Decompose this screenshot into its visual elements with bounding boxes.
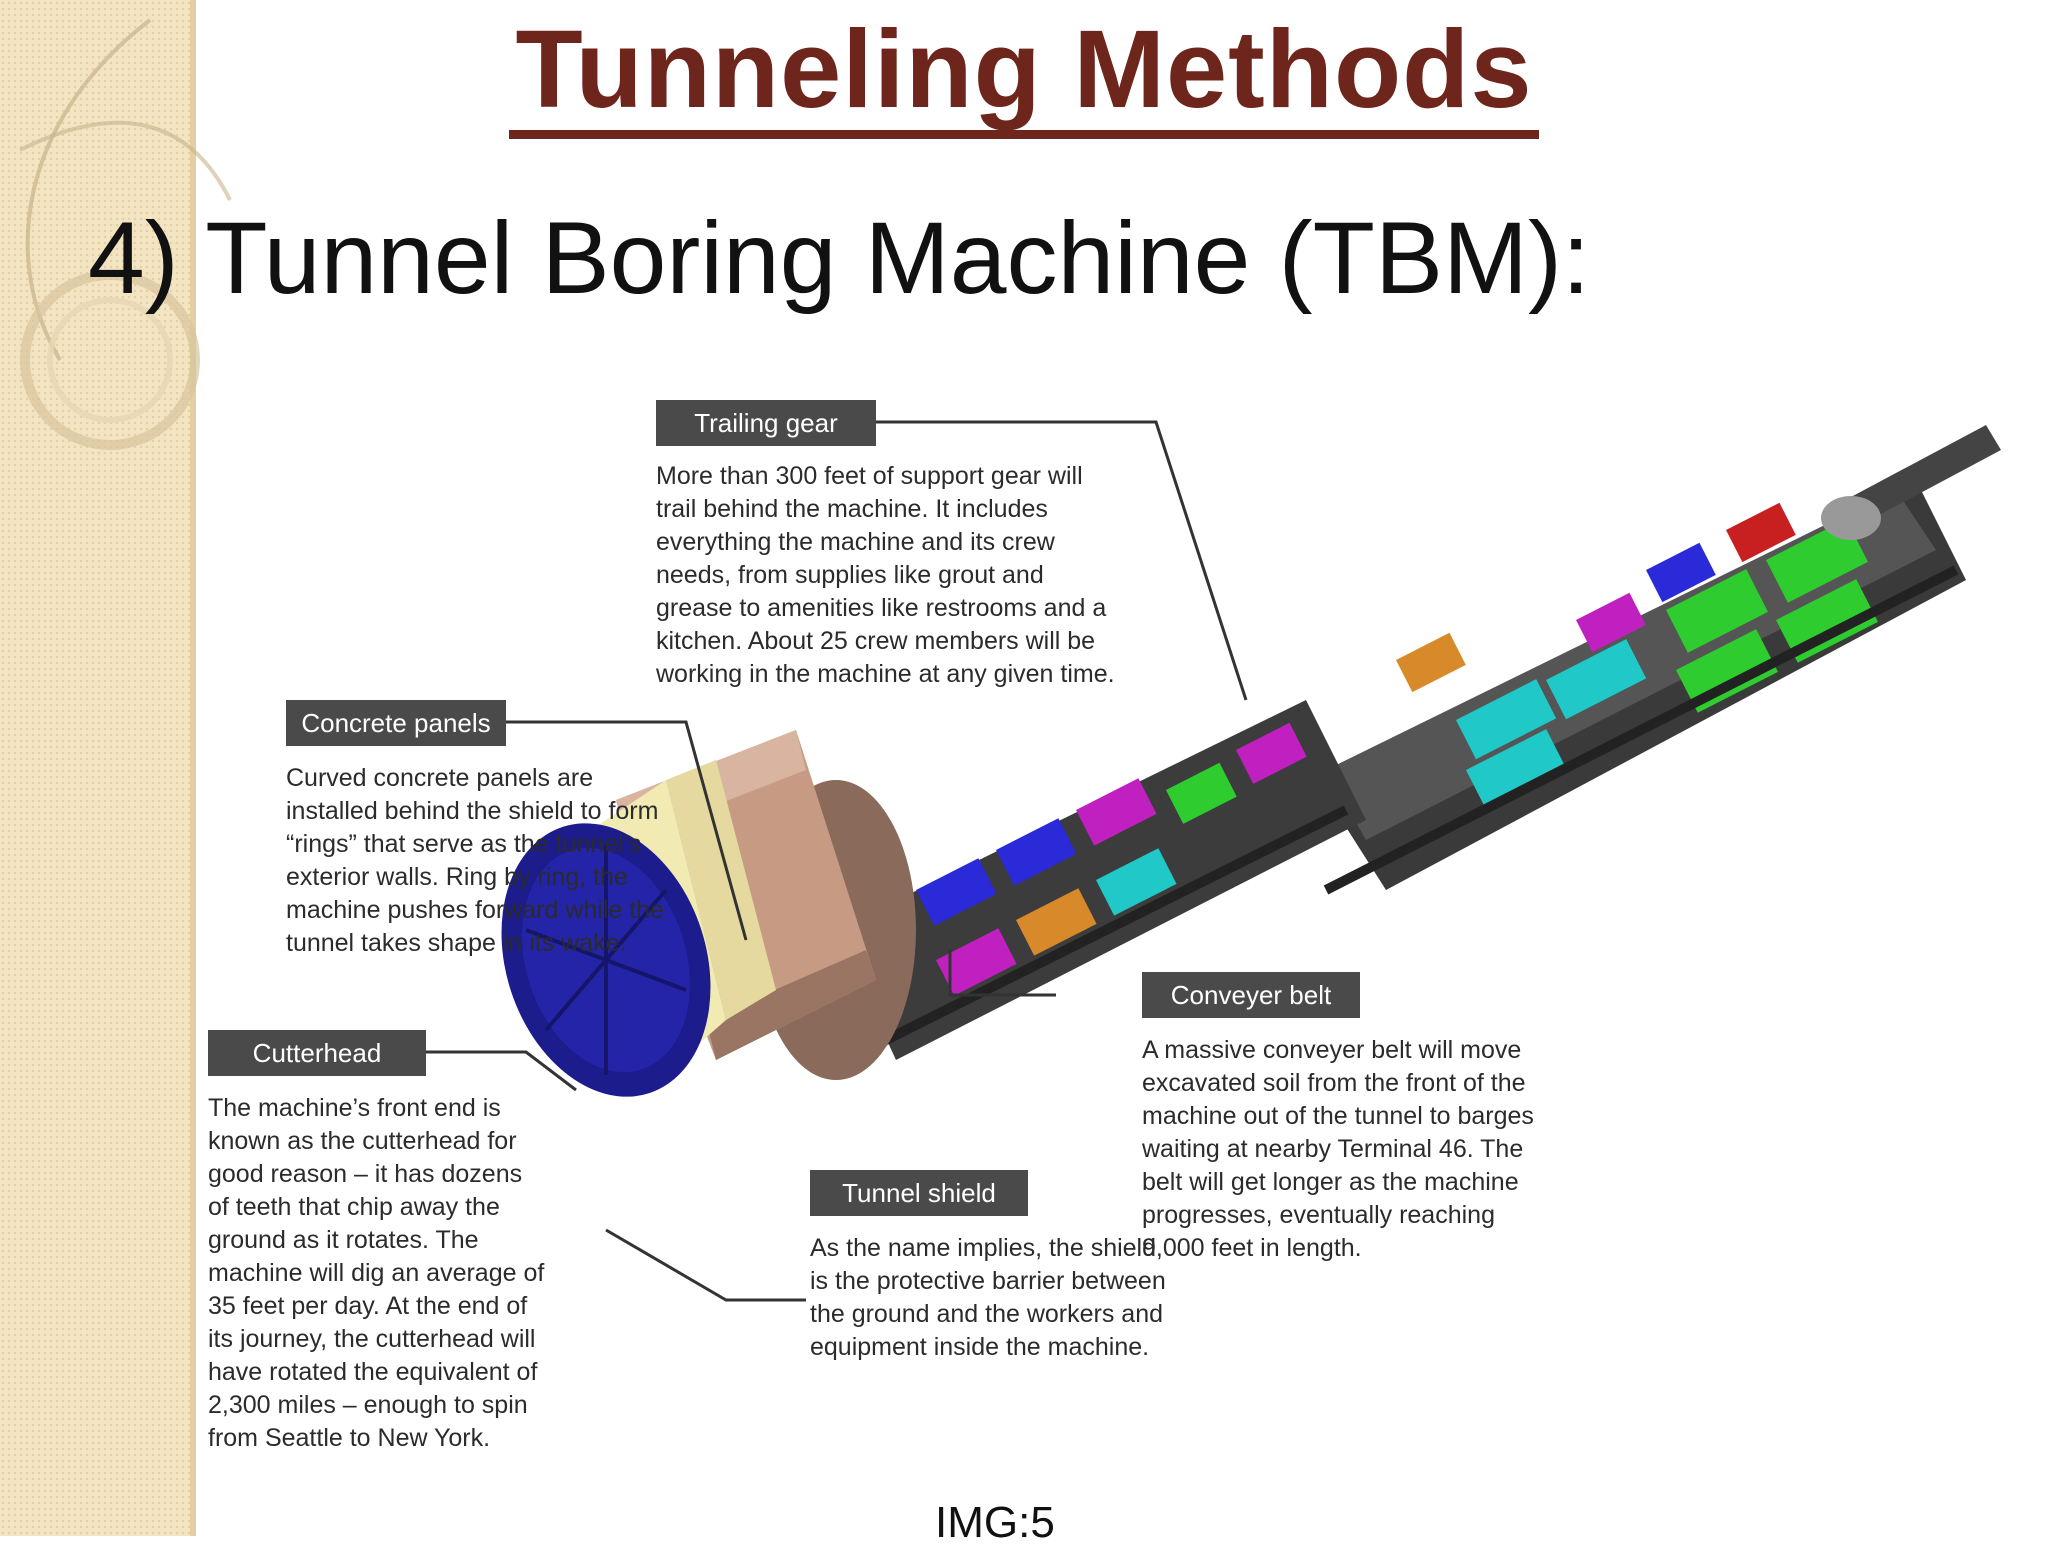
decorative-swirl	[19, 18, 232, 450]
callout-label-tunnel-shield: Tunnel shield	[810, 1170, 1028, 1216]
callout-text-tunnel-shield: As the name implies, the shield is the p…	[810, 1234, 1166, 1361]
callout-text-conveyer-belt: A massive conveyer belt will move excava…	[1142, 1036, 1534, 1262]
slide-title: Tunneling Methods	[0, 6, 2048, 139]
callout-text-concrete-panels: Curved concrete panels are installed beh…	[286, 764, 664, 957]
cutterhead	[501, 760, 776, 1097]
tbm-diagram: Trailing gear More than 300 feet of supp…	[196, 370, 2048, 1500]
trailing-gear-section	[1316, 425, 2001, 895]
middle-compartments	[836, 700, 1366, 1065]
tbm-machine-illustration	[426, 420, 2001, 1302]
leader-lines	[426, 420, 1248, 1302]
side-band-edge	[190, 0, 196, 1536]
decorative-side-band	[0, 0, 196, 1536]
slide-subtitle: 4) Tunnel Boring Machine (TBM):	[88, 201, 1591, 315]
image-caption: IMG:5	[935, 1498, 1055, 1547]
callout-text-trailing-gear: More than 300 feet of support gear will …	[656, 462, 1115, 688]
callout-label-conveyer-belt: Conveyer belt	[1142, 972, 1360, 1018]
callout-label-concrete-panels: Concrete panels	[286, 700, 506, 746]
callout-label-cutterhead: Cutterhead	[208, 1030, 426, 1076]
callout-label-trailing-gear: Trailing gear	[656, 400, 876, 446]
callout-text-cutterhead: The machine’s front end is known as the …	[208, 1094, 545, 1452]
